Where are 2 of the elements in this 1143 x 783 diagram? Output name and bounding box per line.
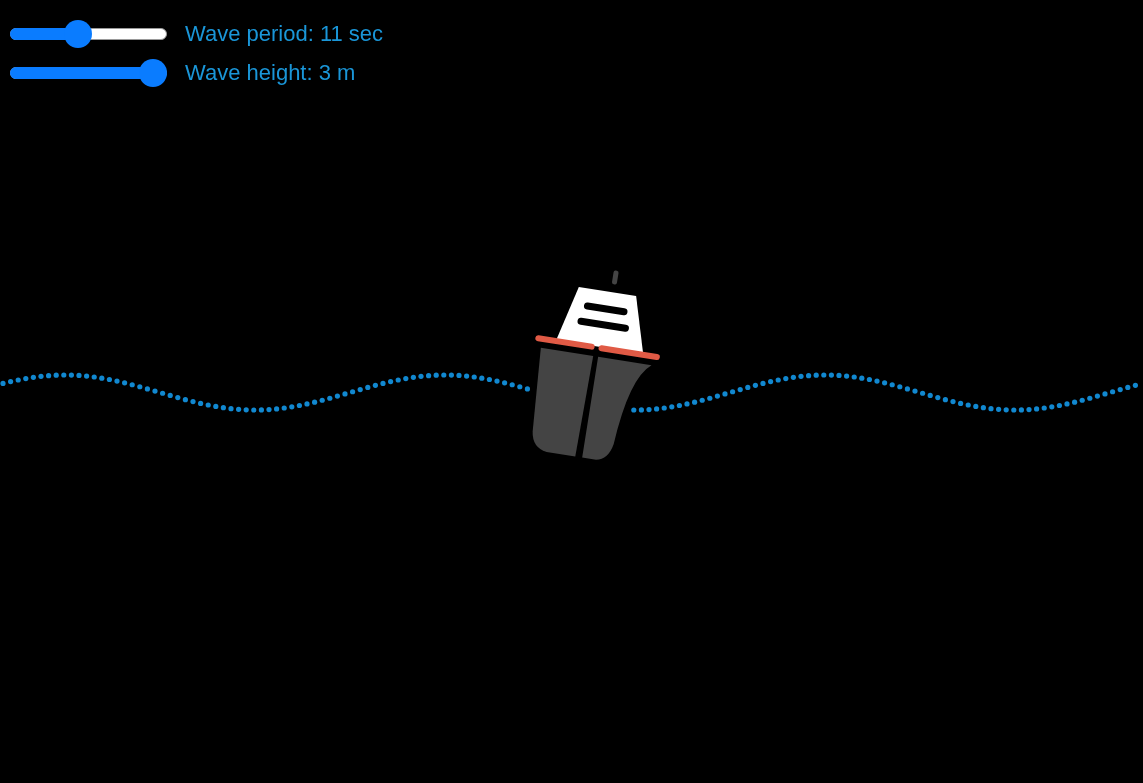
slider-label: Wave period: 11 sec [185, 23, 384, 45]
slider-label: Wave height: 3 m [185, 62, 356, 84]
